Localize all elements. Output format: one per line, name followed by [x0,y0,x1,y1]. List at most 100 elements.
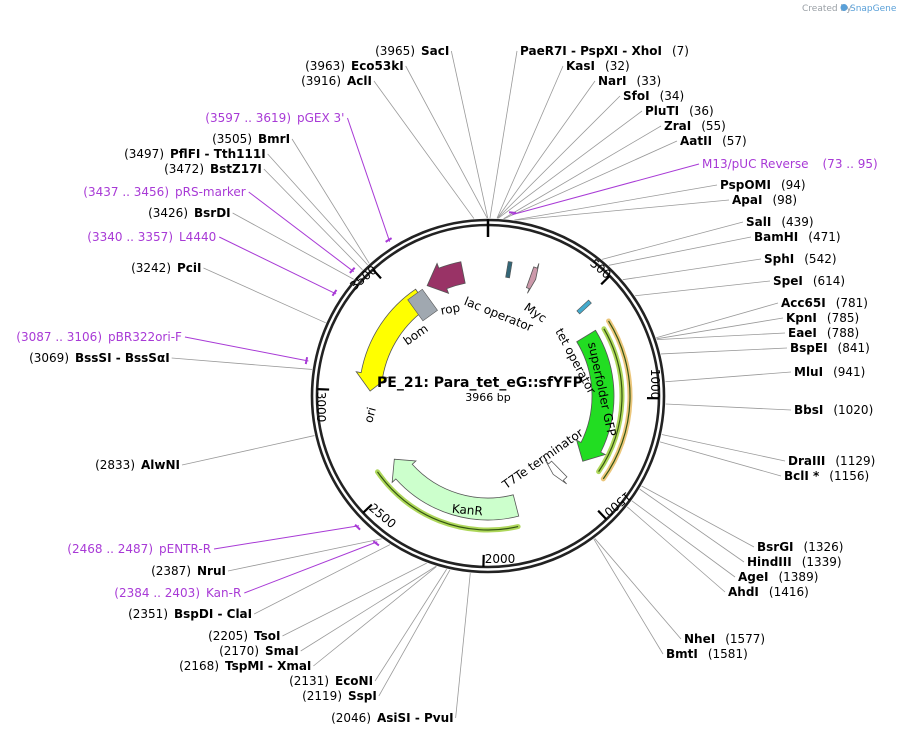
enzyme-site-pluti[interactable]: PluTI(36) [645,104,714,118]
primer-pentr-r[interactable]: pENTR-R(2468 .. 2487) [67,542,211,556]
primer-leader [248,191,355,273]
enzyme-leader [282,562,427,637]
feature-lac-operator[interactable] [505,261,513,279]
enzyme-site-bsssi-bsss-i[interactable]: BssSI - BssSαI(3069) [29,351,170,365]
feature-rop[interactable] [426,261,466,294]
enzyme-leader [455,573,471,719]
enzyme-site-acc65i[interactable]: Acc65I(781) [781,296,868,310]
primer-name: M13/pUC Reverse [702,157,809,171]
orf-arc-gfp-outer-line [602,320,631,480]
enzyme-site-bspei[interactable]: BspEI(841) [790,341,870,355]
enzyme-position: (32) [605,59,630,73]
enzyme-site-alwni[interactable]: AlwNI(2833) [95,458,180,472]
primer-leader [213,525,360,550]
enzyme-leader [378,569,451,697]
enzyme-site-bspdi-clai[interactable]: BspDI - ClaI(2351) [128,607,252,621]
enzyme-leader [514,184,718,221]
enzyme-site-hindiii[interactable]: HindIII(1339) [747,555,842,569]
enzyme-leader [450,50,489,219]
enzyme-position: (2046) [331,711,371,725]
enzyme-leader [656,317,784,340]
enzyme-site-zrai[interactable]: ZraI(55) [664,119,726,133]
primer-binding-mark [354,523,361,531]
enzyme-site-bamhi[interactable]: BamHI(471) [754,230,841,244]
enzyme-position: (1156) [829,469,869,483]
enzyme-name: BmrI [258,132,290,146]
feature-myc[interactable] [525,263,540,294]
enzyme-leader [641,485,755,548]
enzyme-site-aatii[interactable]: AatII(57) [680,134,747,148]
primer-binding-mark [304,356,309,365]
feature-ori[interactable] [355,288,429,392]
enzyme-site-kpni[interactable]: KpnI(785) [786,311,859,325]
enzyme-site-bstz17i[interactable]: BstZ17I(3472) [164,162,262,176]
enzyme-site-bbsi[interactable]: BbsI(1020) [794,403,873,417]
enzyme-site-spei[interactable]: SpeI(614) [773,274,845,288]
feature-kanr[interactable] [391,458,520,521]
enzyme-site-acli[interactable]: AclI(3916) [301,74,372,88]
enzyme-position: (94) [781,178,806,192]
feature-tet-operator[interactable] [576,299,592,315]
primer-pbr322ori-f[interactable]: pBR322ori-F(3087 .. 3106) [16,330,182,344]
enzyme-site-agei[interactable]: AgeI(1389) [738,570,818,584]
enzyme-position: (542) [804,252,836,266]
feature-t7te-terminator[interactable] [544,459,568,485]
enzyme-site-sfoi[interactable]: SfoI(34) [623,89,684,103]
enzyme-site-econi[interactable]: EcoNI(2131) [289,674,373,688]
enzyme-site-asisi-pvui[interactable]: AsiSI - PvuI(2046) [331,711,454,725]
enzyme-site-sspi[interactable]: SspI(2119) [302,689,377,703]
enzyme-site-nhei[interactable]: NheI(1577) [684,632,765,646]
enzyme-site-pspomi[interactable]: PspOMI(94) [720,178,806,192]
enzyme-site-smai[interactable]: SmaI(2170) [219,644,299,658]
enzyme-site-draiii[interactable]: DraIII(1129) [788,454,875,468]
enzyme-leader [665,403,792,411]
enzyme-site-bsrgi[interactable]: BsrGI(1326) [757,540,843,554]
enzyme-position: (1416) [769,585,809,599]
enzyme-site-eaei[interactable]: EaeI(788) [788,326,859,340]
enzyme-position: (841) [838,341,870,355]
enzyme-position: (1020) [833,403,873,417]
enzyme-site-tsoi[interactable]: TsoI(2205) [208,629,280,643]
enzyme-position: (1129) [835,454,875,468]
primer-range: (3087 .. 3106) [16,330,102,344]
primer-range: (3597 .. 3619) [205,111,291,125]
enzyme-position: (7) [672,44,689,58]
primer-l4440[interactable]: L4440(3340 .. 3357) [87,230,216,244]
enzyme-leader [203,267,326,324]
enzyme-site-ahdi[interactable]: AhdI(1416) [728,585,809,599]
enzyme-position: (3426) [148,206,188,220]
enzyme-site-paer7i-pspxi-xhoi[interactable]: PaeR7I - PspXI - XhoI(7) [520,44,689,58]
enzyme-name: SacI [421,44,449,58]
enzyme-site-kasi[interactable]: KasI(32) [566,59,630,73]
enzyme-site-saci[interactable]: SacI(3965) [375,44,449,58]
enzyme-site-sali[interactable]: SalI(439) [746,215,814,229]
enzyme-site-bcli[interactable]: BclI *(1156) [784,469,869,483]
enzyme-site-nrui[interactable]: NruI(2387) [151,564,226,578]
enzyme-site-pflfi-tth111i[interactable]: PflFI - Tth111I(3497) [124,147,266,161]
enzyme-site-bmti[interactable]: BmtI(1581) [666,647,748,661]
primer-m13-puc-reverse[interactable]: M13/pUC Reverse(73 .. 95) [702,157,878,171]
feature-superfolder-gfp[interactable] [575,329,615,462]
enzyme-site-nari[interactable]: NarI(33) [598,74,661,88]
primer-kan-r[interactable]: Kan-R(2384 .. 2403) [114,586,241,600]
enzyme-leader [503,140,678,220]
enzyme-position: (471) [808,230,840,244]
enzyme-site-tspmi-xmai[interactable]: TspMI - XmaI(2168) [179,659,311,673]
feature-bom[interactable] [407,288,438,322]
enzyme-site-bsrdi[interactable]: BsrDI(3426) [148,206,231,220]
enzyme-name: AatII [680,134,712,148]
enzyme-site-apai[interactable]: ApaI(98) [732,193,797,207]
enzyme-site-mlui[interactable]: MluI(941) [794,365,865,379]
primer-prs-marker[interactable]: pRS-marker(3437 .. 3456) [83,185,245,199]
enzyme-site-bmri[interactable]: BmrI(3505) [212,132,290,146]
enzyme-position: (98) [772,193,797,207]
primer-pgex-3[interactable]: pGEX 3'(3597 .. 3619) [205,111,344,125]
enzyme-site-pcii[interactable]: PciI(3242) [131,261,201,275]
enzyme-position: (3069) [29,351,69,365]
enzyme-leader [232,212,354,280]
primer-name: L4440 [179,230,216,244]
enzyme-name: AclI [347,74,372,88]
enzyme-site-eco53ki[interactable]: Eco53kI(3963) [305,59,404,73]
enzyme-site-sphi[interactable]: SphI(542) [764,252,837,266]
orf-arcs [374,318,633,533]
